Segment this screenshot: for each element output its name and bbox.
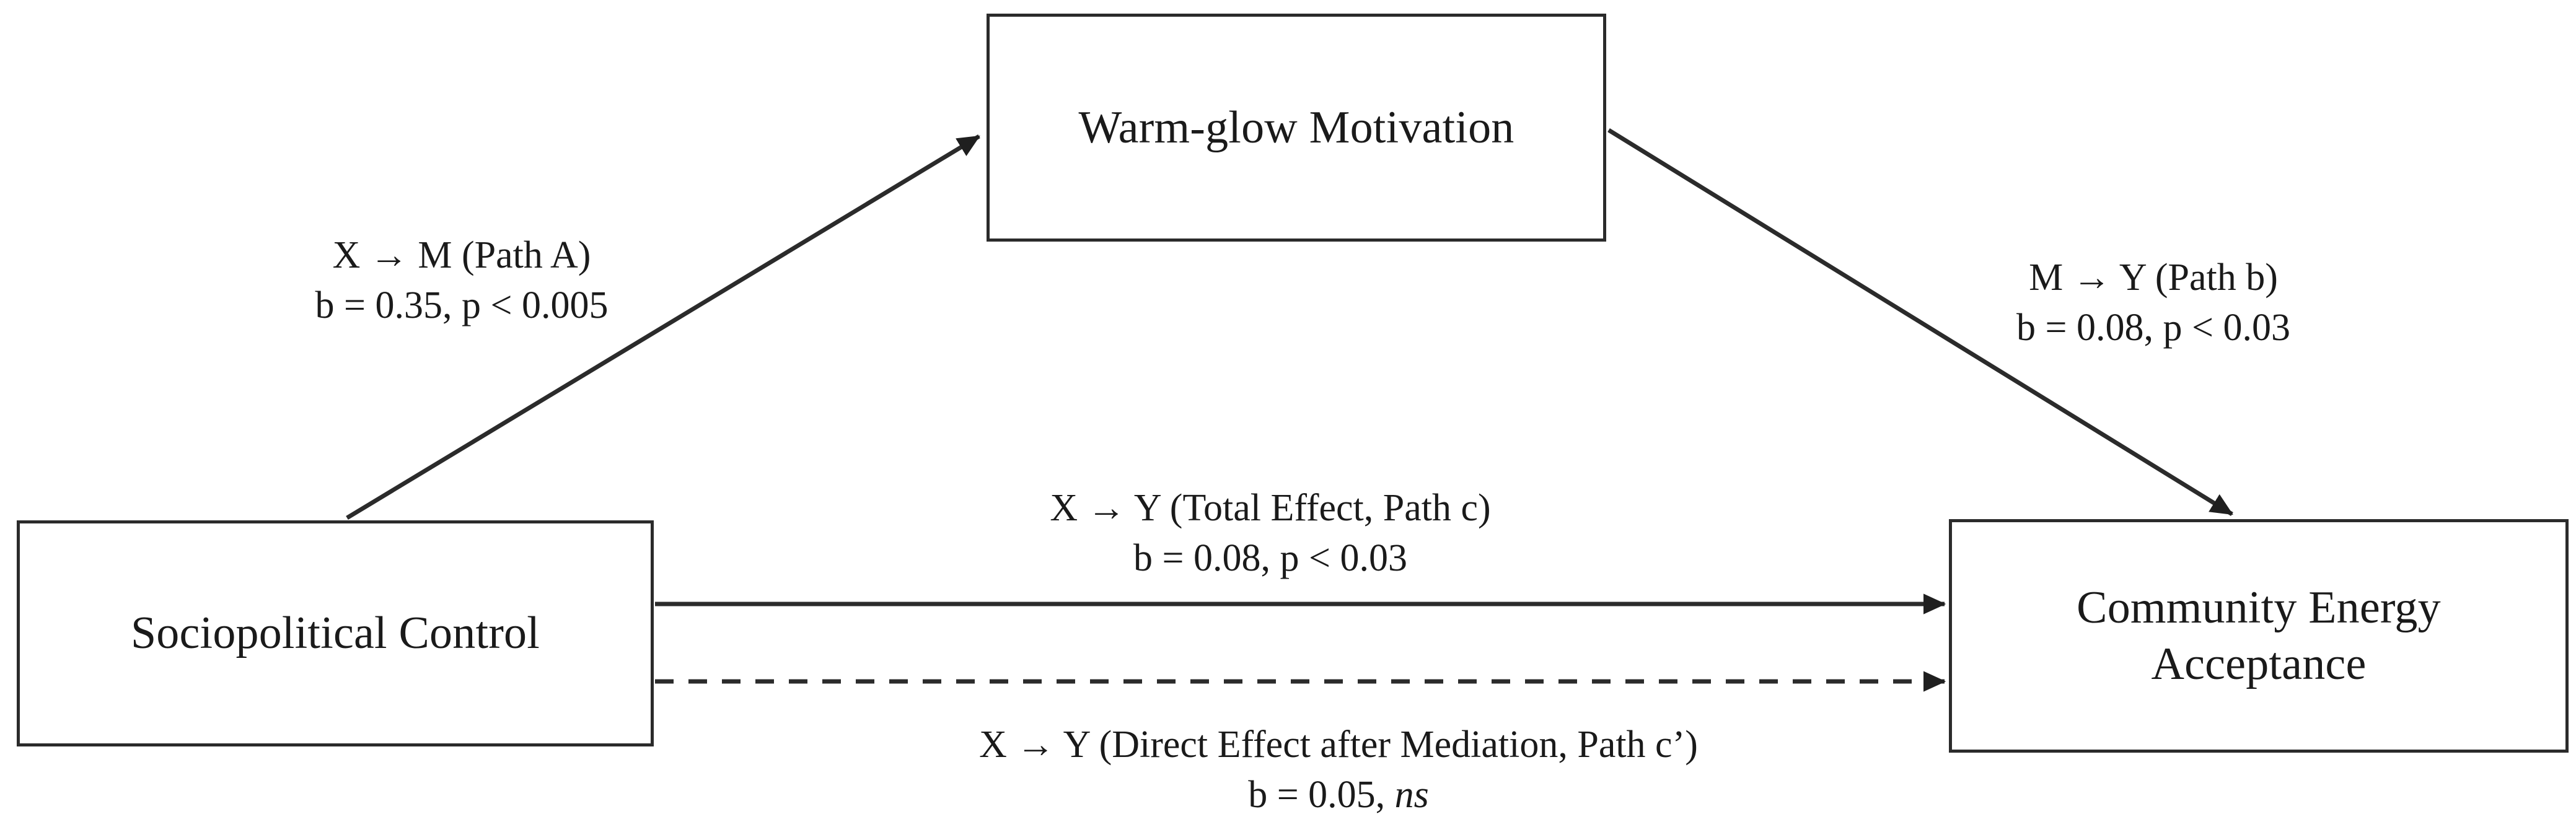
- path-c-prime-stats-significance: ns: [1394, 773, 1429, 816]
- node-outcome-community-energy-acceptance: Community Energy Acceptance: [1949, 519, 2569, 753]
- node-predictor-sociopolitical-control: Sociopolitical Control: [17, 520, 654, 746]
- path-b-name: M → Y (Path b): [2029, 256, 2278, 299]
- node-mediator-label: Warm-glow Motivation: [1078, 102, 1514, 153]
- node-predictor-label: Sociopolitical Control: [130, 608, 540, 659]
- path-c-label: X → Y (Total Effect, Path c) b = 0.08, p…: [973, 483, 1568, 583]
- path-c-stats: b = 0.08, p < 0.03: [1133, 536, 1407, 579]
- path-c-prime-stats-coefficient: b = 0.05,: [1248, 773, 1395, 816]
- path-a-connector: [346, 134, 980, 520]
- path-a-stats: b = 0.35, p < 0.005: [315, 284, 609, 326]
- path-c-prime-label: X → Y (Direct Effect after Mediation, Pa…: [818, 720, 1859, 820]
- path-c-name: X → Y (Total Effect, Path c): [1050, 487, 1491, 529]
- path-a-label: X → M (Path A) b = 0.35, p < 0.005: [251, 230, 672, 330]
- path-b-stats: b = 0.08, p < 0.03: [2016, 306, 2290, 349]
- path-a-name: X → M (Path A): [332, 234, 591, 276]
- node-outcome-label: Community Energy Acceptance: [2077, 582, 2441, 689]
- path-b-connector: [1607, 128, 2233, 516]
- path-b-label: M → Y (Path b) b = 0.08, p < 0.03: [1949, 253, 2358, 352]
- path-c-prime-stats: b = 0.05, ns: [818, 770, 1859, 820]
- path-c-prime-name: X → Y (Direct Effect after Mediation, Pa…: [979, 724, 1698, 766]
- node-mediator-warm-glow-motivation: Warm-glow Motivation: [987, 14, 1606, 242]
